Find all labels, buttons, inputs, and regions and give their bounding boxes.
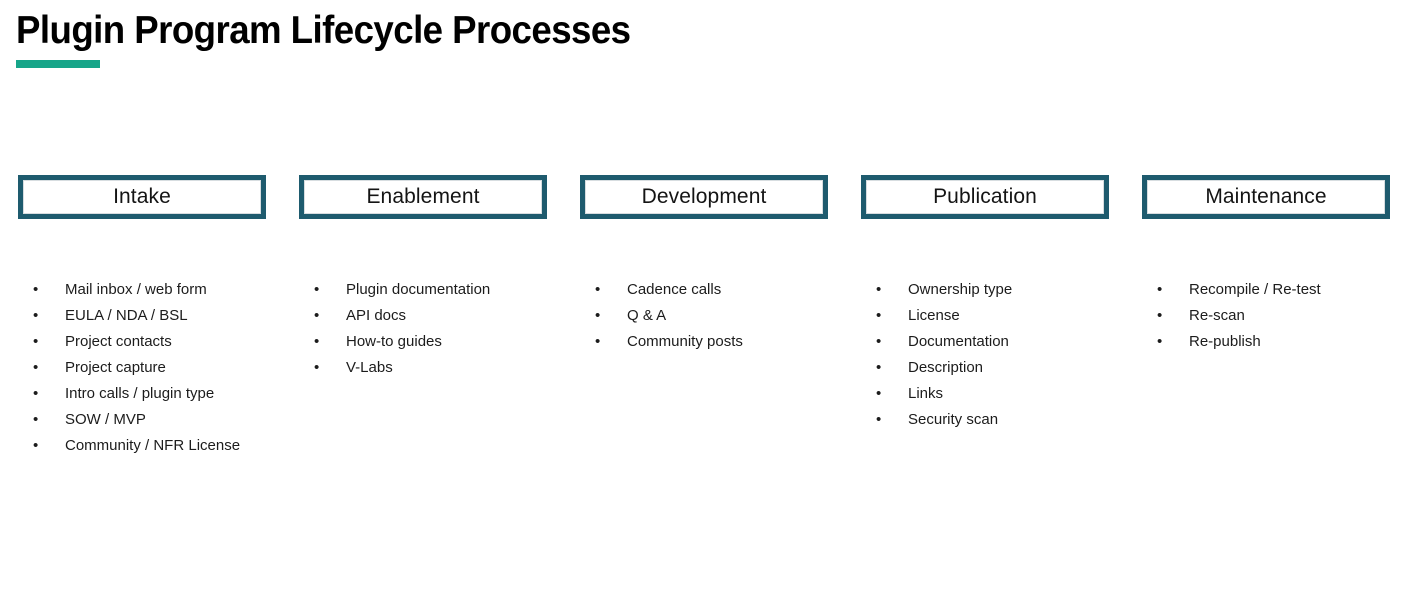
list-item: • Project contacts [18, 329, 266, 355]
phase-header-inner: Publication [866, 180, 1104, 214]
list-item-label: Security scan [908, 411, 999, 428]
list-item: • Recompile / Re-test [1142, 277, 1390, 303]
list-item-label: Project contacts [65, 333, 172, 350]
bullet-dot-icon: • [876, 385, 882, 402]
phase-header-intake[interactable]: Intake [18, 175, 266, 219]
list-item: • Cadence calls [580, 277, 828, 303]
list-item-label: Community posts [627, 333, 743, 350]
list-item-label: API docs [346, 307, 407, 324]
bullet-dot-icon: • [595, 307, 601, 324]
bullet-dot-icon: • [876, 359, 882, 376]
list-item: • Community posts [580, 329, 828, 355]
list-item-label: V-Labs [346, 359, 393, 376]
title-accent-bar [16, 60, 100, 68]
bullet-dot-icon: • [1157, 281, 1163, 298]
bullet-dot-icon: • [314, 333, 320, 350]
bullet-dot-icon: • [314, 359, 320, 376]
bullet-dot-icon: • [595, 333, 601, 350]
bullet-dot-icon: • [595, 281, 601, 298]
list-item: • Links [861, 381, 1109, 407]
list-item: • Intro calls / plugin type [18, 381, 266, 407]
list-item-label: How-to guides [346, 333, 442, 350]
page-title: Plugin Program Lifecycle Processes [16, 9, 631, 52]
phase-header-development[interactable]: Development [580, 175, 828, 219]
list-item: • EULA / NDA / BSL [18, 303, 266, 329]
phase-column-enablement: • Plugin documentation • API docs • How-to gu… [299, 277, 547, 459]
bullet-dot-icon: • [876, 307, 882, 324]
list-item-label: Recompile / Re-test [1189, 281, 1321, 298]
list-item: • Plugin documentation [299, 277, 547, 303]
list-item: • Security scan [861, 407, 1109, 433]
bullet-dot-icon: • [876, 411, 882, 428]
bullet-dot-icon: • [33, 333, 39, 350]
list-item-label: Q & A [627, 307, 667, 324]
phase-header-publication[interactable]: Publication [861, 175, 1109, 219]
list-item: • Community / NFR License [18, 433, 266, 459]
phase-header-row: Intake Enablement Development Publication Ma… [18, 175, 1410, 219]
bullet-dot-icon: • [33, 307, 39, 324]
list-item-label: Description [908, 359, 984, 376]
list-item-label: Mail inbox / web form [65, 281, 207, 298]
bullet-dot-icon: • [876, 333, 882, 350]
phase-header-label: Enablement [366, 185, 480, 208]
list-item: • License [861, 303, 1109, 329]
list-item-label: SOW / MVP [65, 411, 146, 428]
bullet-dot-icon: • [1157, 307, 1163, 324]
bullet-dot-icon: • [33, 281, 39, 298]
list-item-label: Intro calls / plugin type [65, 385, 215, 402]
phase-column-development: • Cadence calls • Q & A • Community posts [580, 277, 828, 459]
phase-header-inner: Intake [23, 180, 261, 214]
list-item: • Description [861, 355, 1109, 381]
list-item-label: License [908, 307, 960, 324]
phase-header-inner: Enablement [304, 180, 542, 214]
list-item-label: Cadence calls [627, 281, 722, 298]
list-item: • Project capture [18, 355, 266, 381]
list-item: • Mail inbox / web form [18, 277, 266, 303]
phase-header-label: Maintenance [1205, 185, 1327, 208]
list-item: • How-to guides [299, 329, 547, 355]
phase-header-label: Publication [933, 185, 1037, 208]
bullet-dot-icon: • [33, 437, 39, 454]
list-item: • Re-publish [1142, 329, 1390, 355]
list-item-label: Re-publish [1189, 333, 1261, 350]
bullet-dot-icon: • [876, 281, 882, 298]
phase-header-enablement[interactable]: Enablement [299, 175, 547, 219]
bullet-dot-icon: • [33, 359, 39, 376]
list-item: • V-Labs [299, 355, 547, 381]
list-item: • Documentation [861, 329, 1109, 355]
phase-column-publication: • Ownership type • License • Documentation • De… [861, 277, 1109, 459]
phase-bullet-list: • Recompile / Re-test • Re-scan • Re-publish [1142, 277, 1390, 355]
list-item: • Q & A [580, 303, 828, 329]
bullet-dot-icon: • [33, 385, 39, 402]
phase-header-label: Intake [113, 185, 171, 208]
list-item-label: Project capture [65, 359, 166, 376]
phase-bullet-list: •Mail inbox / web form•EULA / NDA / BSL•… [18, 277, 266, 459]
list-item: • SOW / MVP [18, 407, 266, 433]
list-item: • Ownership type [861, 277, 1109, 303]
list-item-label: Documentation [908, 333, 1009, 350]
phase-bullet-list: • Ownership type • License • Documentation • De… [861, 277, 1109, 433]
phase-body-row: •Mail inbox / web form•EULA / NDA / BSL•… [18, 277, 1410, 459]
list-item-label: Ownership type [908, 281, 1013, 298]
list-item-label: Community / NFR License [65, 437, 241, 454]
phase-column-maintenance: • Recompile / Re-test • Re-scan • Re-publish [1142, 277, 1390, 459]
phase-bullet-list: • Cadence calls • Q & A • Community posts [580, 277, 828, 355]
list-item-label: Links [908, 385, 944, 402]
bullet-dot-icon: • [314, 281, 320, 298]
phase-column-intake: •Mail inbox / web form•EULA / NDA / BSL•… [18, 277, 266, 459]
bullet-dot-icon: • [33, 411, 39, 428]
list-item-label: Plugin documentation [346, 281, 491, 298]
bullet-dot-icon: • [314, 307, 320, 324]
phase-bullet-list: • Plugin documentation • API docs • How-to gu… [299, 277, 547, 381]
list-item: • API docs [299, 303, 547, 329]
list-item: • Re-scan [1142, 303, 1390, 329]
list-item-label: Re-scan [1189, 307, 1245, 324]
phase-header-maintenance[interactable]: Maintenance [1142, 175, 1390, 219]
phase-header-inner: Maintenance [1147, 180, 1385, 214]
bullet-dot-icon: • [1157, 333, 1163, 350]
title-block: Plugin Program Lifecycle Processes [16, 8, 1216, 54]
phase-header-inner: Development [585, 180, 823, 214]
phase-header-label: Development [641, 185, 767, 208]
list-item-label: EULA / NDA / BSL [65, 307, 188, 324]
